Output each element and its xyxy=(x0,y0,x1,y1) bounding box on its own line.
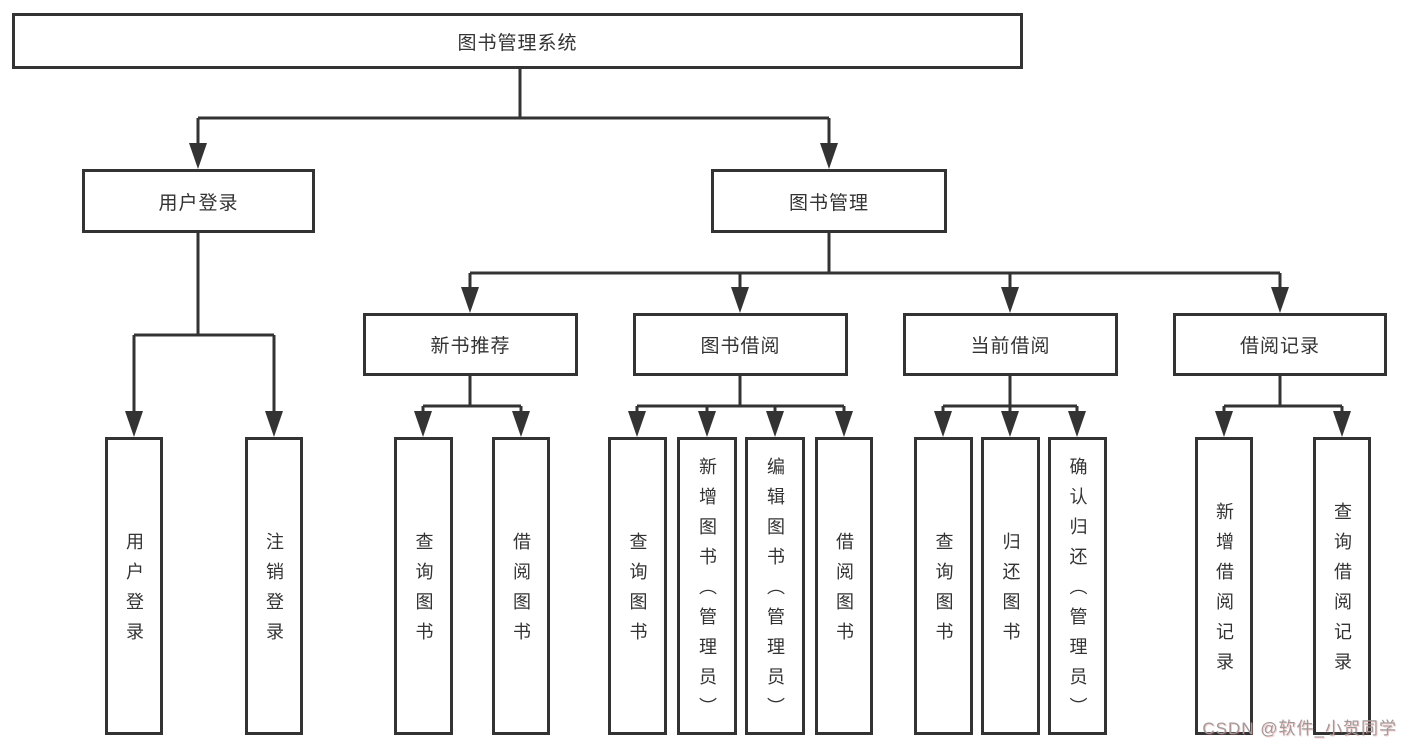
node-user-login: 用户登录 xyxy=(82,169,315,233)
leaf-borrow-query-books-label: 查询图书 xyxy=(627,532,648,652)
leaf-logout: 注销登录 xyxy=(245,437,303,735)
node-borrow-records: 借阅记录 xyxy=(1173,313,1387,376)
node-book-management: 图书管理 xyxy=(711,169,947,233)
leaf-query-borrow-record-label: 查询借阅记录 xyxy=(1332,502,1352,682)
leaf-user-login: 用户登录 xyxy=(105,437,163,735)
leaf-confirm-return-admin-label: 确认归还（管理员） xyxy=(1067,457,1088,727)
node-current-borrow: 当前借阅 xyxy=(903,313,1118,376)
leaf-add-borrow-record-label: 新增借阅记录 xyxy=(1214,502,1234,682)
leaf-return-books-label: 归还图书 xyxy=(1000,532,1021,652)
leaf-borrow-query-books: 查询图书 xyxy=(608,437,667,735)
leaf-recommend-borrow-books: 借阅图书 xyxy=(492,437,550,735)
leaf-edit-books-admin: 编辑图书（管理员） xyxy=(745,437,805,735)
leaf-logout-label: 注销登录 xyxy=(264,532,284,652)
csdn-watermark: CSDN @软件_小贺同学 xyxy=(1202,719,1397,738)
leaf-add-books-admin-label: 新增图书（管理员） xyxy=(697,457,717,727)
leaf-current-query-books-label: 查询图书 xyxy=(933,532,954,652)
leaf-return-books: 归还图书 xyxy=(981,437,1040,735)
leaf-recommend-query-books: 查询图书 xyxy=(394,437,453,735)
leaf-edit-books-admin-label: 编辑图书（管理员） xyxy=(765,457,785,727)
leaf-confirm-return-admin: 确认归还（管理员） xyxy=(1048,437,1107,735)
leaf-current-query-books: 查询图书 xyxy=(914,437,973,735)
leaf-borrow-books: 借阅图书 xyxy=(815,437,873,735)
node-new-book-recommend: 新书推荐 xyxy=(363,313,578,376)
leaf-recommend-borrow-books-label: 借阅图书 xyxy=(511,532,531,652)
leaf-add-books-admin: 新增图书（管理员） xyxy=(677,437,737,735)
node-library-management-system: 图书管理系统 xyxy=(12,13,1023,69)
node-book-borrow: 图书借阅 xyxy=(633,313,848,376)
leaf-recommend-query-books-label: 查询图书 xyxy=(413,532,434,652)
leaf-borrow-books-label: 借阅图书 xyxy=(834,532,854,652)
leaf-add-borrow-record: 新增借阅记录 xyxy=(1195,437,1253,735)
leaf-user-login-label: 用户登录 xyxy=(124,532,144,652)
leaf-query-borrow-record: 查询借阅记录 xyxy=(1313,437,1371,735)
